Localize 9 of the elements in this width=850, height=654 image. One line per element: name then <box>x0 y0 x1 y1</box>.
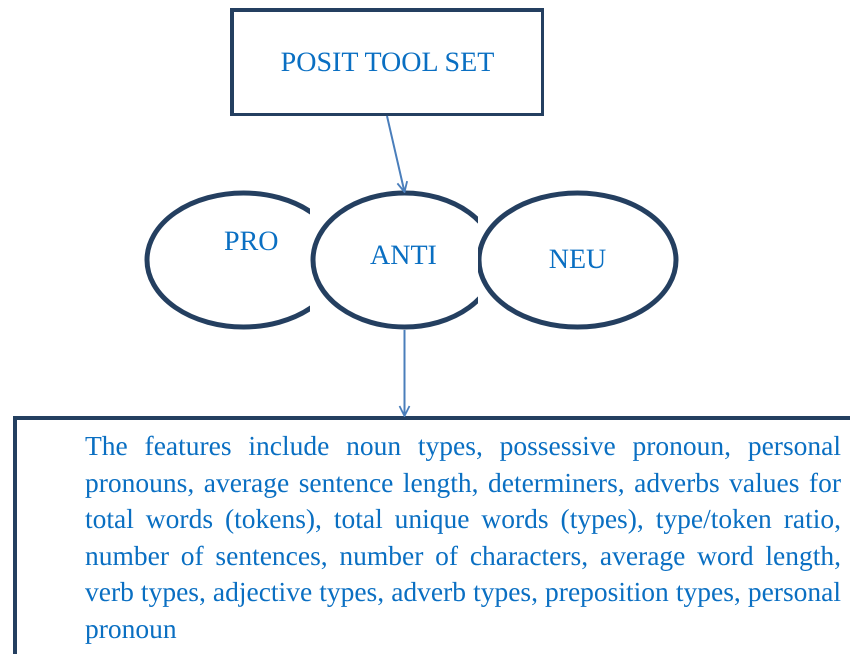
feature-description: The features include noun types, possessive pronoun, personal pronouns, average sentence length, determiners, adverbs values for total words (tokens), total unique words (types), type/token ratio, number of sentences, number of characters, average word length, verb types, adjective types, adverb types, preposition types, personal pronoun <box>85 429 841 646</box>
node-label: POSIT TOOL SET <box>280 46 496 78</box>
node-label: PRO <box>224 226 278 258</box>
node-label: ANTI <box>370 240 437 272</box>
arrow <box>386 116 408 193</box>
process-box <box>13 416 850 654</box>
process-box <box>230 8 544 116</box>
arrow <box>398 330 410 417</box>
node-label: NEU <box>548 244 608 276</box>
